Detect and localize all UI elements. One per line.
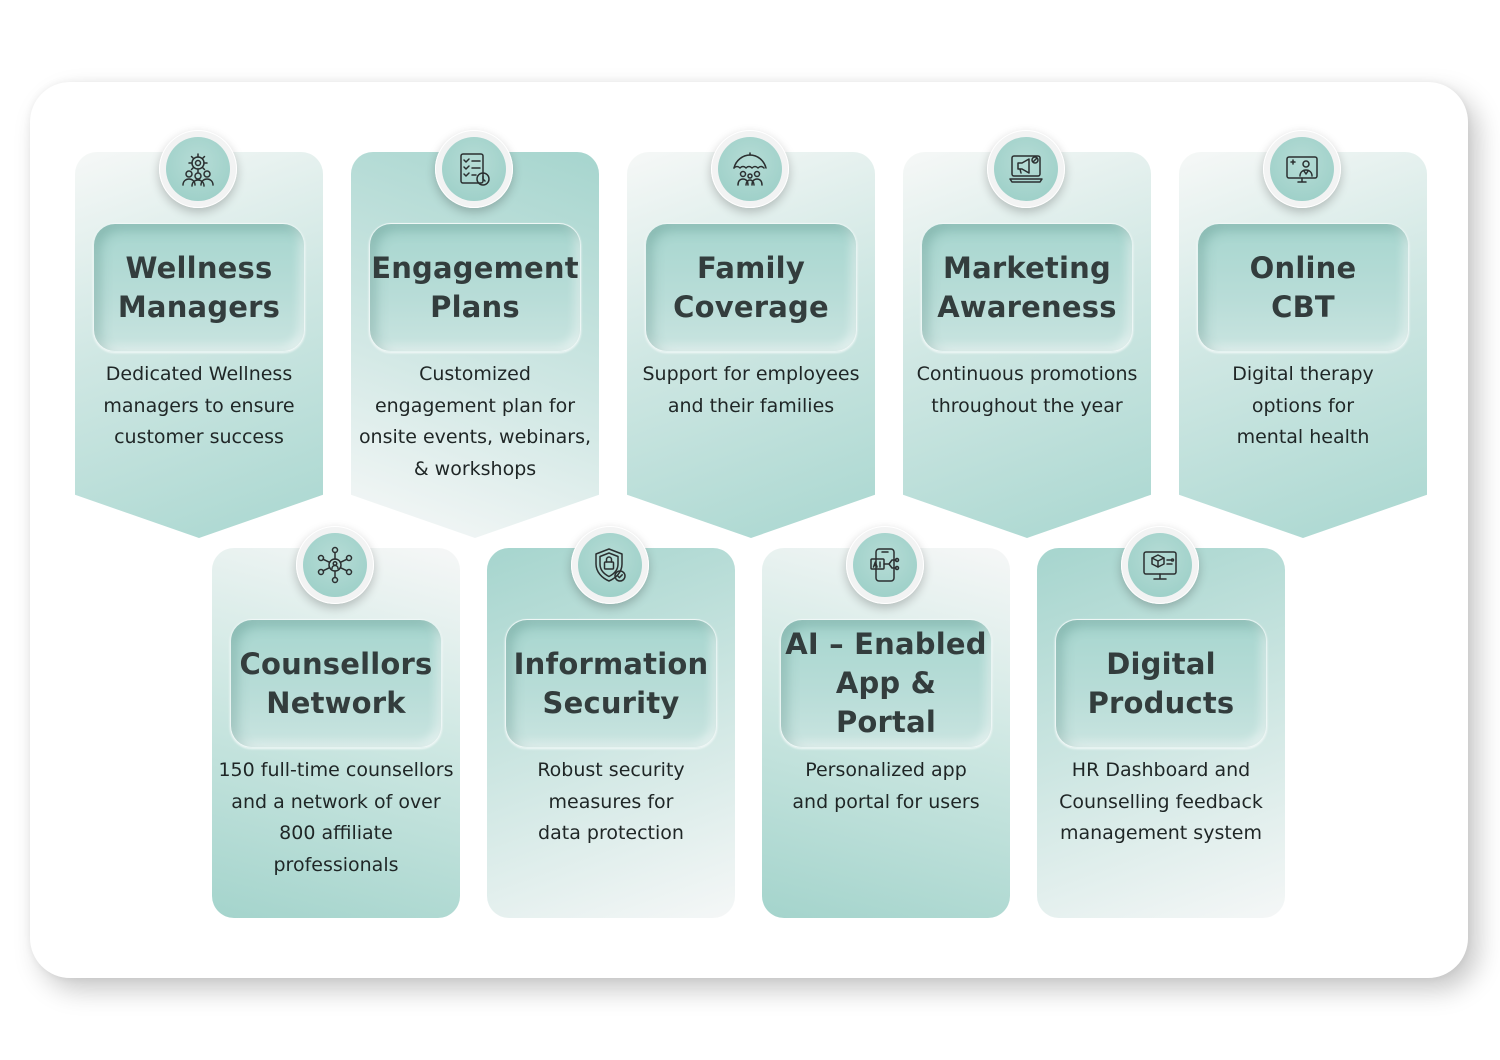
title-panel: Online CBT	[1197, 223, 1409, 352]
card-description: Dedicated Wellness managers to ensure cu…	[103, 363, 295, 448]
features-board: Wellness Managers Dedicated Wellness man…	[30, 82, 1468, 978]
card-title: Family Coverage	[673, 250, 829, 324]
ai-phone-icon	[846, 526, 924, 604]
title-panel: Digital Products	[1055, 619, 1267, 748]
network-person-icon	[296, 526, 374, 604]
card-description: Robust security measures for data protec…	[537, 759, 685, 844]
title-panel: AI – Enabled App & Portal	[780, 619, 992, 748]
card-description: Continuous promotions throughout the yea…	[916, 363, 1138, 417]
checklist-clock-icon	[435, 130, 513, 208]
team-gear-icon	[159, 130, 237, 208]
title-panel: Information Security	[505, 619, 717, 748]
megaphone-screen-icon	[987, 130, 1065, 208]
title-panel: Engagement Plans	[369, 223, 581, 352]
card-title: Information Security	[513, 646, 709, 720]
card-title: Counsellors Network	[239, 646, 433, 720]
card-title: Marketing Awareness	[937, 250, 1117, 324]
title-panel: Family Coverage	[645, 223, 857, 352]
title-panel: Marketing Awareness	[921, 223, 1133, 352]
monitor-box-icon	[1121, 526, 1199, 604]
umbrella-family-icon	[711, 130, 789, 208]
card-description: Digital therapy options for mental healt…	[1232, 363, 1374, 448]
card-description: Personalized app and portal for users	[792, 759, 980, 813]
title-panel: Counsellors Network	[230, 619, 442, 748]
shield-lock-icon	[571, 526, 649, 604]
card-title: Digital Products	[1087, 646, 1235, 720]
card-description: 150 full-time counsellors and a network …	[218, 759, 454, 876]
card-title: Online CBT	[1249, 250, 1357, 324]
title-panel: Wellness Managers	[93, 223, 305, 352]
doctor-monitor-icon	[1263, 130, 1341, 208]
card-description: HR Dashboard and Counselling feedback ma…	[1059, 759, 1263, 844]
card-description: Support for employees and their families	[642, 363, 860, 417]
card-title: Engagement Plans	[371, 250, 579, 324]
card-title: Wellness Managers	[117, 250, 281, 324]
card-title: AI – Enabled App & Portal	[785, 627, 987, 739]
card-description: Customized engagement plan for onsite ev…	[358, 363, 592, 480]
